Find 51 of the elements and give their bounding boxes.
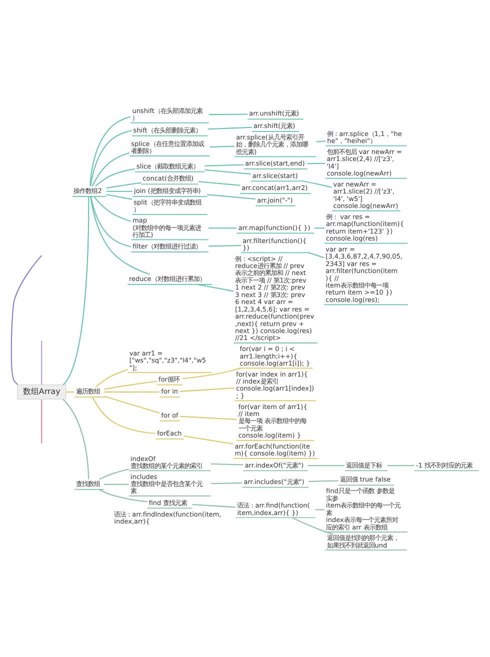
connector	[210, 463, 244, 466]
connector	[180, 388, 235, 392]
connector	[180, 416, 237, 420]
connector	[184, 436, 234, 444]
connector	[388, 465, 414, 466]
connector	[208, 126, 252, 130]
connector	[208, 228, 237, 229]
connector	[292, 517, 334, 535]
connector	[62, 399, 90, 480]
connector	[316, 140, 326, 142]
connector	[90, 196, 132, 248]
connector	[204, 164, 244, 166]
connector	[95, 168, 136, 186]
connector	[104, 392, 160, 393]
connector	[62, 196, 90, 386]
connector	[104, 484, 129, 485]
connector	[208, 244, 242, 247]
connector	[10, 255, 42, 386]
connector	[315, 509, 324, 510]
connector	[192, 504, 236, 508]
connector	[41, 340, 42, 385]
connector	[198, 284, 234, 292]
connector	[308, 252, 324, 258]
connector	[66, 392, 74, 393]
connector	[94, 196, 132, 222]
connector	[210, 146, 235, 148]
connector	[204, 169, 251, 175]
connector	[300, 180, 332, 188]
connector	[90, 196, 150, 275]
connector	[308, 465, 345, 466]
connector	[104, 396, 160, 414]
connector	[92, 152, 130, 186]
connector	[314, 228, 325, 229]
connector	[106, 190, 132, 192]
connector	[308, 480, 338, 482]
connector	[98, 489, 148, 502]
connector	[41, 399, 42, 444]
connector	[95, 369, 128, 388]
connector	[209, 114, 248, 116]
connector	[104, 380, 157, 390]
connector	[90, 130, 132, 186]
connector	[206, 194, 256, 200]
connector	[99, 468, 129, 480]
connector	[182, 368, 240, 380]
connector	[90, 116, 131, 186]
connector	[210, 482, 242, 484]
connector	[106, 182, 142, 189]
connector	[307, 163, 326, 164]
connector	[198, 181, 240, 186]
connector	[92, 396, 156, 434]
connector	[106, 194, 132, 200]
